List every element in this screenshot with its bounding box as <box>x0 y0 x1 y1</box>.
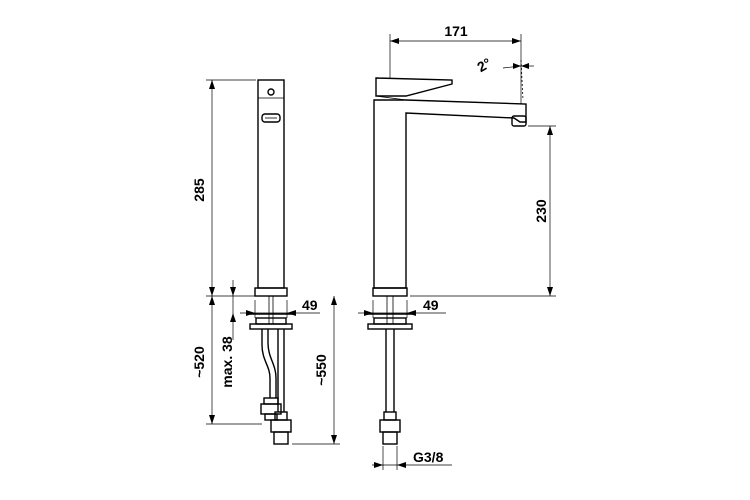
dim-total-height: 285 <box>191 79 256 297</box>
label-285: 285 <box>191 178 207 202</box>
front-aerator <box>511 115 527 127</box>
dim-base-front: 49 <box>358 297 446 318</box>
dim-hose-length: ~520 <box>191 296 262 425</box>
label-49-front: 49 <box>423 297 439 313</box>
front-base <box>372 287 408 297</box>
side-hose-1 <box>261 329 271 398</box>
side-view <box>248 79 294 445</box>
dim-base-side: 49 <box>240 297 320 318</box>
front-view <box>366 77 527 445</box>
dim-overall-hose: ~550 <box>292 296 340 445</box>
dim-spout-projection: 171 <box>389 23 522 104</box>
side-washer <box>255 317 287 325</box>
lever-pivot-icon <box>267 88 275 96</box>
front-hose-fitting <box>379 419 401 433</box>
side-nut <box>249 323 293 330</box>
dim-thread: G3/8 <box>372 446 452 470</box>
label-49-side: 49 <box>302 297 318 313</box>
dim-counter-thickness: max. 38 <box>219 280 236 388</box>
label-angle: 2° <box>474 55 494 76</box>
dim-spout-angle: 2° <box>474 55 534 101</box>
label-230: 230 <box>533 199 549 223</box>
dim-spout-height: 230 <box>410 125 556 297</box>
label-max38: max. 38 <box>219 336 235 388</box>
side-body <box>257 79 285 289</box>
label-520: ~520 <box>191 346 207 378</box>
front-lever <box>375 77 453 97</box>
side-aerator <box>261 113 281 123</box>
side-hose-fitting-2 <box>270 419 292 433</box>
label-550: ~550 <box>313 354 329 386</box>
label-171: 171 <box>444 23 468 39</box>
side-base <box>254 287 288 297</box>
front-nut <box>367 323 413 330</box>
label-thread: G3/8 <box>413 449 444 465</box>
front-body-and-spout <box>373 99 527 289</box>
